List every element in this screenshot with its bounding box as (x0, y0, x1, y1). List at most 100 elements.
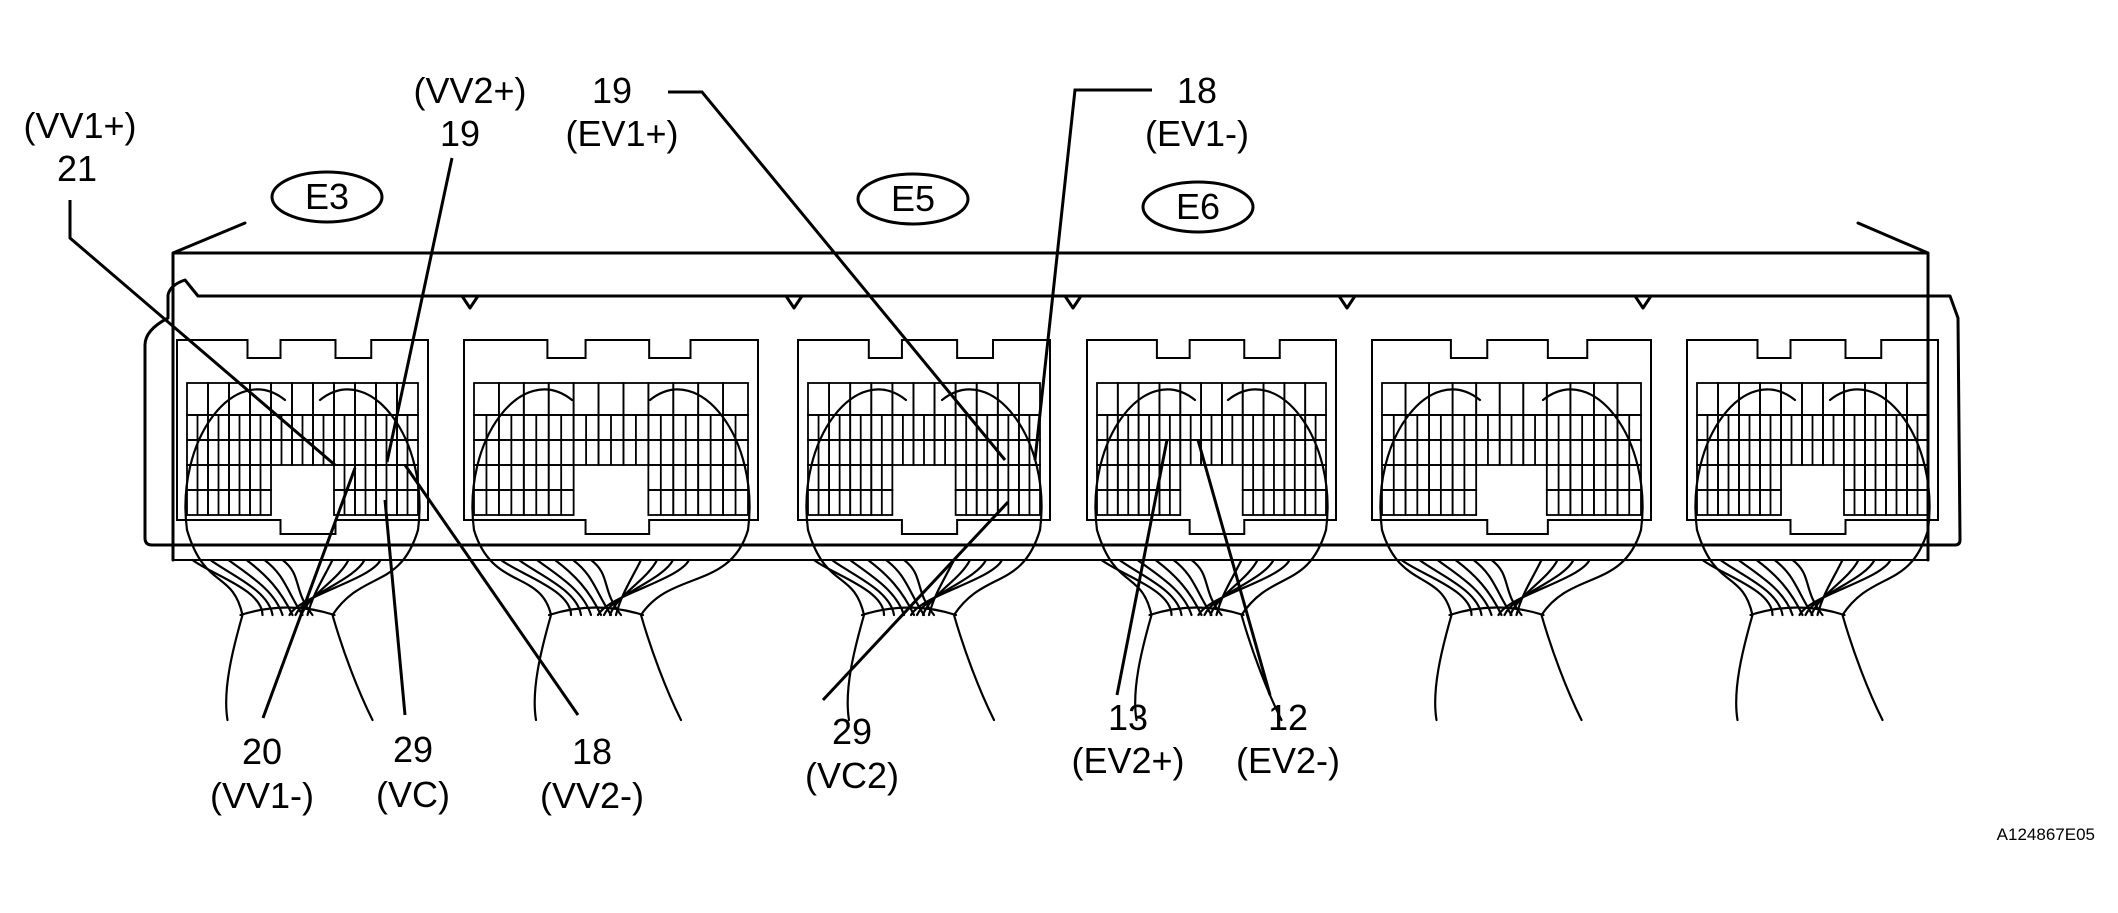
pin-cell (1822, 382, 1845, 416)
harness-wire (1100, 558, 1173, 617)
pin-cell (473, 382, 500, 416)
pin-cell (954, 382, 978, 416)
module-frame (176, 339, 429, 535)
harness-wire (294, 558, 366, 617)
module-2 (463, 339, 759, 535)
pin-cell (1018, 382, 1041, 416)
pin-cell (1759, 382, 1782, 416)
callout-vv2p: (VV2+) 19 (413, 70, 526, 154)
callout-ev2p-number: 13 (1108, 697, 1148, 738)
pin-cell (849, 382, 873, 416)
harness-3 (805, 388, 1043, 722)
pin-cell (1179, 382, 1202, 416)
pin-cell (1221, 382, 1244, 416)
leader-vv2p (385, 157, 454, 463)
pin-cell (1569, 382, 1595, 416)
module-6 (1686, 339, 1939, 535)
pin-cell (672, 382, 700, 416)
leader-vv1m (261, 467, 357, 719)
pin-cell (1451, 382, 1478, 416)
callout-ev1p: 19 (EV1+) (565, 70, 678, 154)
harness-edge (648, 388, 751, 532)
harness-edge (940, 388, 1043, 532)
pin-cell (333, 382, 356, 416)
harness-edge (1226, 388, 1329, 532)
harness-bundle (952, 528, 1042, 722)
pin-cell (622, 382, 650, 416)
pin-cell (870, 382, 894, 416)
callout-vv1m: 20 (VV1-) (210, 731, 314, 816)
harness-wire (1509, 558, 1559, 617)
pin-cell (1864, 382, 1887, 416)
leader-ev1m (1033, 88, 1152, 461)
harness-edge (1694, 388, 1797, 532)
harness-bundle (1240, 528, 1328, 722)
harness-wire (921, 558, 972, 617)
callout-vv2m-number: 18 (572, 731, 612, 772)
callout-vc: 29 (VC) (376, 729, 450, 815)
leader-vv2m (403, 464, 580, 716)
pin-cell (912, 382, 936, 416)
harness-bundle (639, 528, 750, 722)
harness-edge (1094, 388, 1197, 532)
harness-bundle (1380, 528, 1453, 722)
harness-bundle (1841, 528, 1930, 722)
callout-leader-lines (68, 88, 1272, 719)
pin-cell (1906, 382, 1929, 416)
callout-ev1m-number: 18 (1177, 70, 1217, 111)
harness-6 (1694, 388, 1931, 722)
pin-cell (1158, 382, 1182, 416)
pin-cell (1304, 382, 1327, 416)
connector-top-edge (196, 294, 1932, 310)
callout-vv2m-signal: (VV2-) (540, 775, 644, 816)
harness-wire (915, 558, 988, 617)
harness-wire (1497, 558, 1591, 617)
callout-vv2m: 18 (VV2-) (540, 731, 644, 816)
harness-bundle (1540, 528, 1643, 722)
leader-ev2p (1115, 439, 1169, 696)
callout-ev2m-number: 12 (1268, 697, 1308, 738)
module-frame (1686, 339, 1939, 535)
harness-edge (805, 388, 908, 532)
pin-cell (1738, 382, 1761, 416)
harness-bundle (331, 528, 420, 722)
callout-ev1m-signal: (EV1-) (1145, 113, 1249, 154)
callout-vc2-number: 29 (832, 711, 872, 752)
harness-1 (184, 388, 421, 722)
harness-wire (909, 558, 1004, 617)
pin-cell (1780, 382, 1803, 416)
connector-modules (176, 339, 1939, 535)
harness-bundle (472, 528, 553, 722)
harness-wire (1810, 558, 1860, 617)
connector-tag-e3: E3 (270, 170, 384, 224)
module-3 (797, 339, 1051, 535)
harness-wire (191, 558, 264, 617)
connector-tag-e5-label: E5 (891, 178, 935, 219)
harness-edge (1379, 388, 1482, 532)
harness-wire (1804, 558, 1876, 617)
pin-cell (1801, 382, 1824, 416)
harness-wire (1503, 558, 1575, 617)
callout-vv1m-number: 20 (242, 731, 282, 772)
harness-wire (1798, 558, 1892, 617)
connector-tag-e3-outline (270, 170, 384, 224)
leader-vv1p (68, 200, 336, 467)
pin-cell (1616, 382, 1642, 416)
callout-ev1p-number: 19 (592, 70, 632, 111)
module-5 (1371, 339, 1652, 535)
harness-wire (812, 558, 886, 617)
module-frame (797, 339, 1051, 535)
pin-cell (597, 382, 625, 416)
harness-wire (1209, 558, 1259, 617)
pin-cell (249, 382, 272, 416)
pin-cell (1843, 382, 1866, 416)
harness-collar (239, 606, 336, 617)
pin-cell (1200, 382, 1223, 416)
callout-vc2: 29 (VC2) (805, 711, 899, 796)
harness-edge (1828, 388, 1931, 532)
pin-cell (572, 382, 600, 416)
callout-ev2p: 13 (EV2+) (1071, 697, 1184, 781)
harness-collar (1448, 606, 1545, 617)
harness-collar (547, 606, 645, 617)
